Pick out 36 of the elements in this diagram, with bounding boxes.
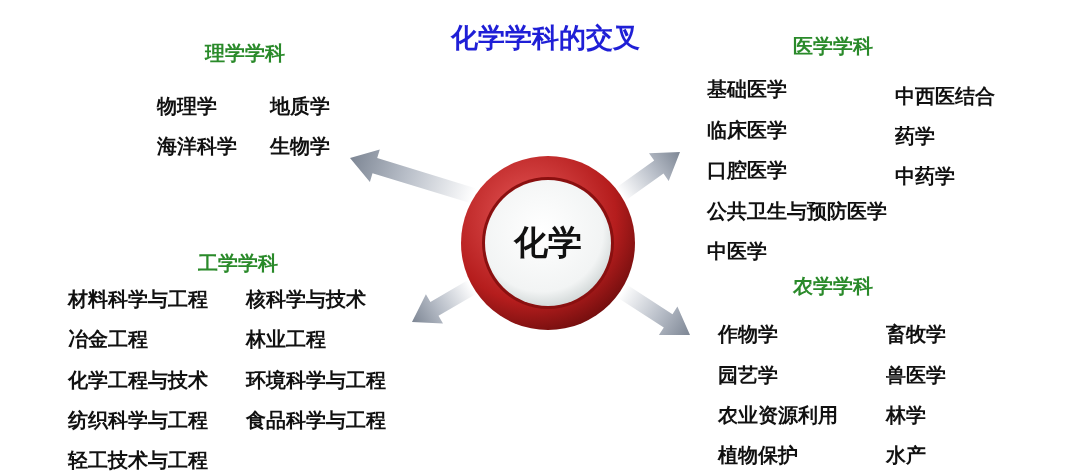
subject-label: 中医学 bbox=[707, 239, 767, 263]
subject-label: 生物学 bbox=[270, 134, 330, 158]
subject-label: 兽医学 bbox=[886, 363, 946, 387]
subject-label: 中西医结合 bbox=[895, 84, 995, 108]
subject-label: 基础医学 bbox=[707, 77, 787, 101]
subject-label: 海洋科学 bbox=[157, 134, 237, 158]
category-heading: 农学学科 bbox=[793, 274, 873, 298]
subject-label: 公共卫生与预防医学 bbox=[707, 199, 887, 223]
subject-label: 材料科学与工程 bbox=[68, 287, 208, 311]
subject-label: 临床医学 bbox=[707, 118, 787, 142]
subject-label: 作物学 bbox=[718, 322, 778, 346]
subject-label: 冶金工程 bbox=[68, 327, 148, 351]
subject-label: 轻工技术与工程 bbox=[68, 448, 208, 471]
subject-label: 化学工程与技术 bbox=[68, 368, 208, 392]
subject-label: 纺织科学与工程 bbox=[68, 408, 208, 432]
subject-label: 畜牧学 bbox=[886, 322, 946, 346]
subject-label: 林业工程 bbox=[246, 327, 326, 351]
subject-label: 园艺学 bbox=[718, 363, 778, 387]
category-heading: 理学学科 bbox=[205, 41, 285, 65]
subject-label: 药学 bbox=[895, 124, 935, 148]
subject-label: 林学 bbox=[886, 403, 926, 427]
subject-label: 环境科学与工程 bbox=[246, 368, 386, 392]
subject-label: 口腔医学 bbox=[707, 158, 787, 182]
category-heading: 工学学科 bbox=[198, 251, 278, 275]
subject-label: 水产 bbox=[886, 443, 926, 467]
subject-label: 中药学 bbox=[895, 164, 955, 188]
subject-label: 地质学 bbox=[270, 94, 330, 118]
subject-label: 植物保护 bbox=[718, 443, 798, 467]
title: 化学学科的交叉 bbox=[450, 21, 640, 55]
subject-label: 食品科学与工程 bbox=[246, 408, 386, 432]
subject-label: 物理学 bbox=[157, 94, 217, 118]
subject-label: 核科学与技术 bbox=[246, 287, 366, 311]
category-heading: 医学学科 bbox=[793, 34, 873, 58]
arrow bbox=[412, 280, 476, 324]
center-circle: 化学 bbox=[460, 155, 636, 331]
subject-label: 农业资源利用 bbox=[718, 403, 838, 427]
